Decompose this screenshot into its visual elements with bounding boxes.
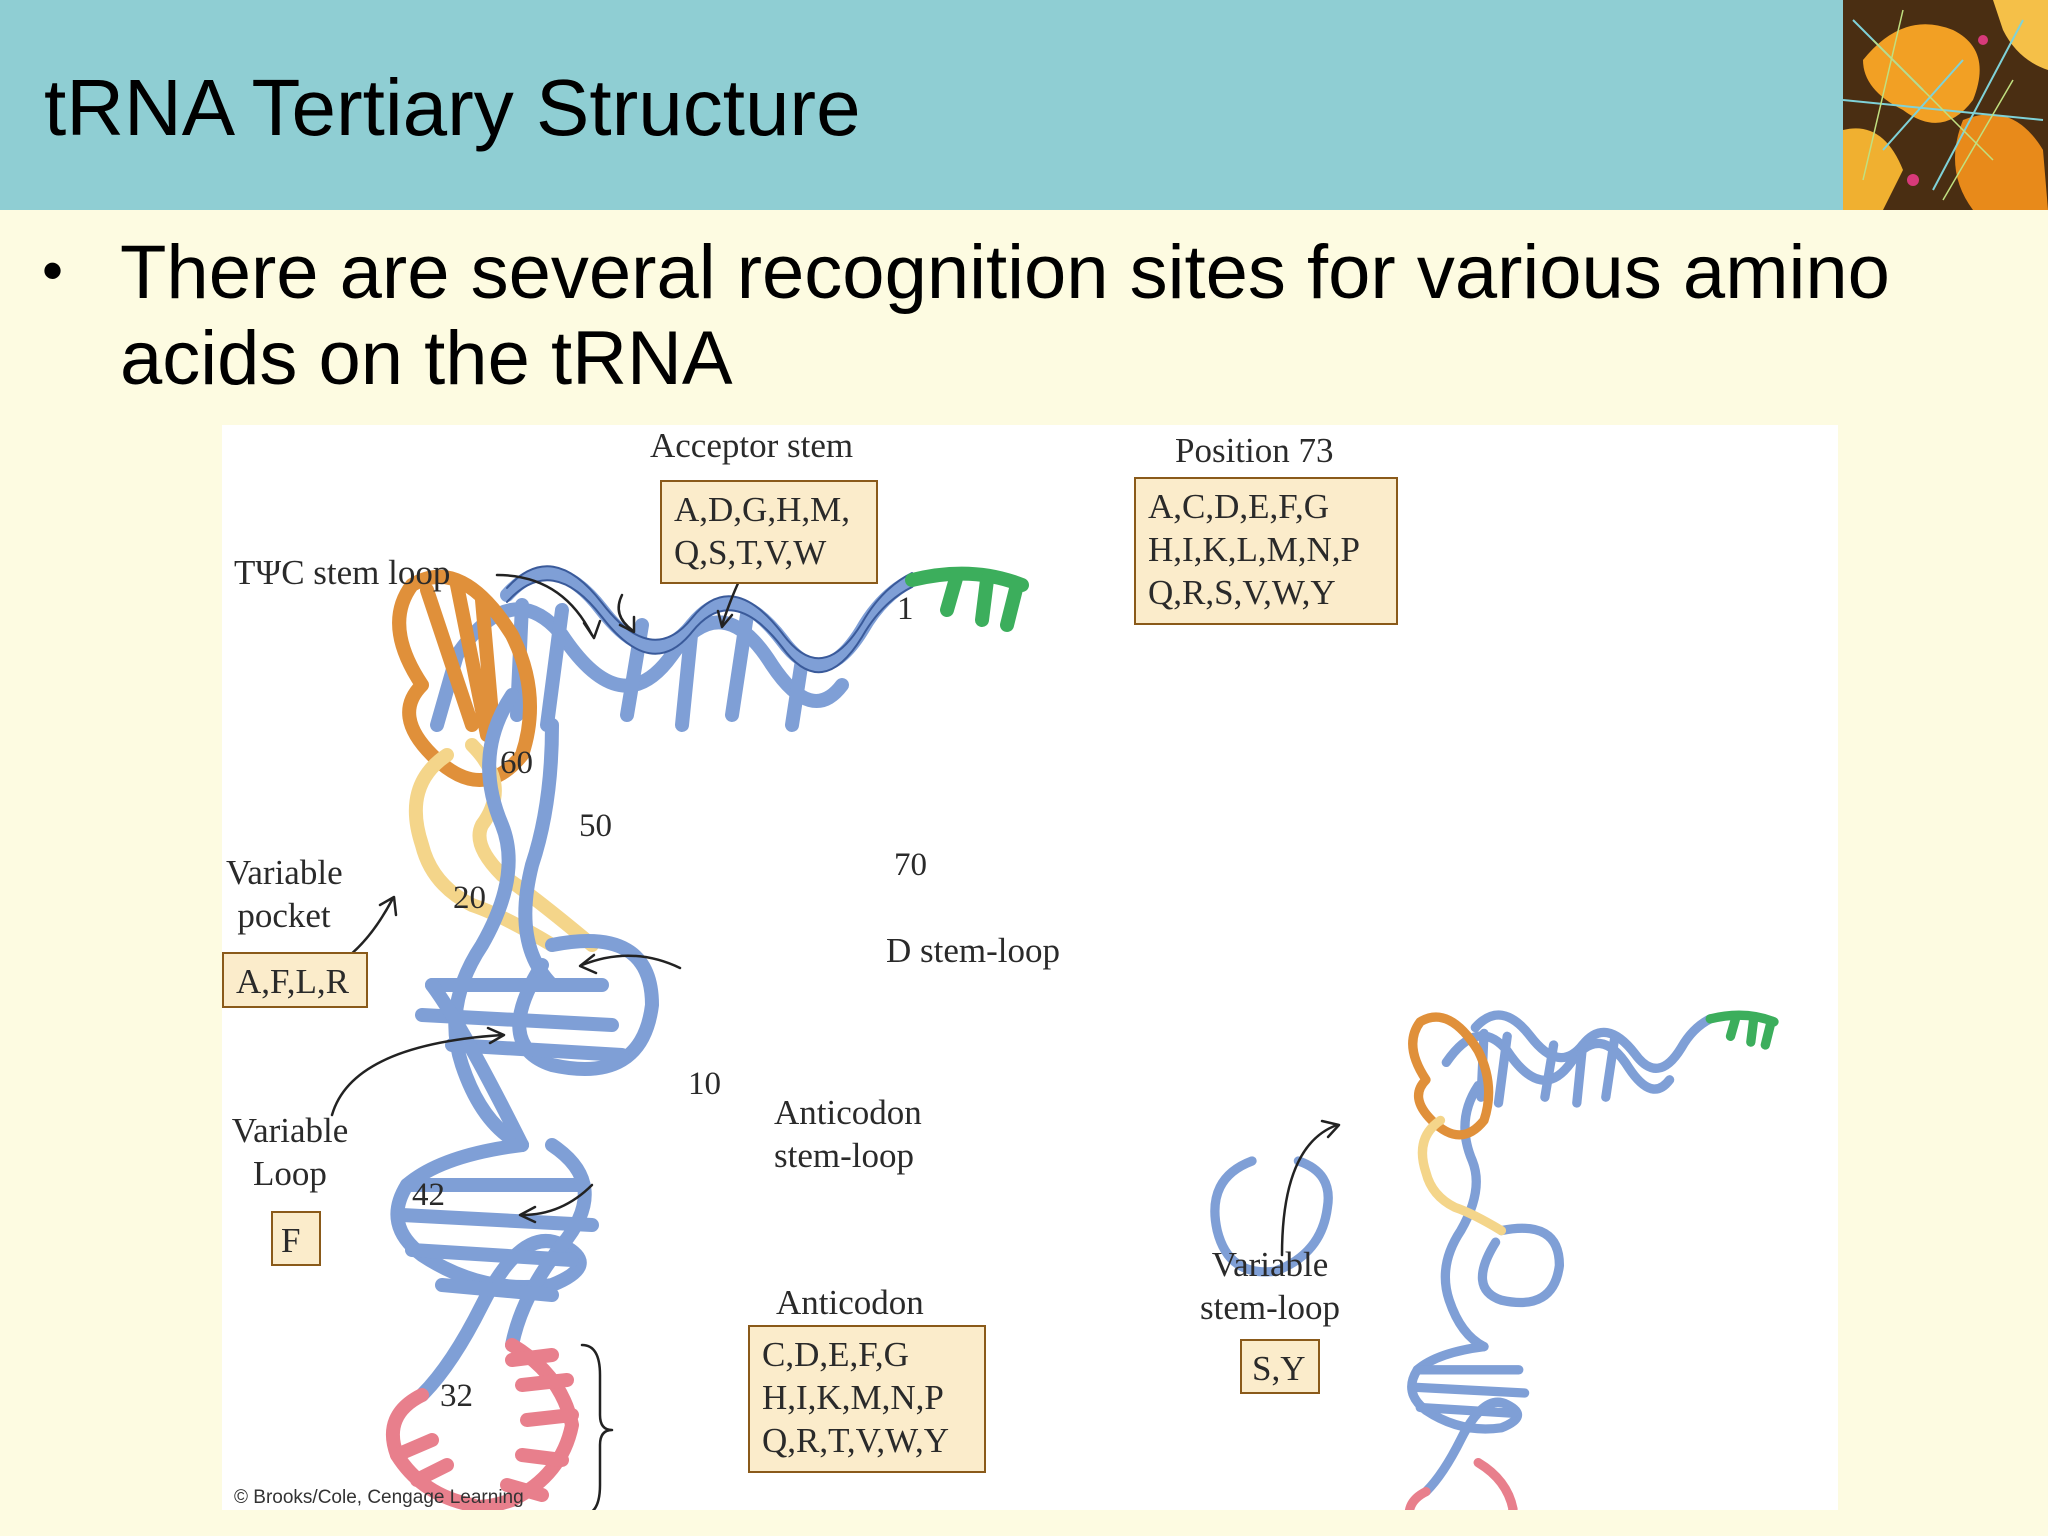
- position-number-42: 42: [412, 1177, 445, 1213]
- acceptor-stem-box-line: A,D,G,H,M,: [674, 490, 850, 529]
- position-number-50: 50: [579, 808, 612, 844]
- title-bar: tRNA Tertiary Structure: [0, 0, 2048, 210]
- corner-molecule-image: [1843, 0, 2048, 210]
- tpsic-loop: [392, 569, 537, 787]
- variable-stem-loop-box-line: S,Y: [1252, 1349, 1306, 1388]
- anticodon-loop: [386, 1338, 579, 1510]
- slide-title: tRNA Tertiary Structure: [44, 63, 861, 152]
- acceptor-helix: [430, 566, 919, 732]
- copyright-text: © Brooks/Cole, Cengage Learning: [234, 1487, 524, 1508]
- arrows: [290, 533, 784, 1224]
- anticodon-bracket: [580, 1343, 614, 1510]
- small-variable-arrow: [1280, 1123, 1339, 1257]
- tpsic-label: TΨC stem loop: [234, 553, 451, 592]
- acceptor-stem-box: A,D,G,H,M, Q,S,T,V,W: [660, 480, 878, 584]
- anticodon-box-line: H,I,K,M,N,P: [762, 1378, 944, 1417]
- variable-loop-box-line: F: [281, 1221, 301, 1260]
- variable-stem-loop-label-2: stem-loop: [1200, 1288, 1340, 1327]
- variable-pocket-box: A,F,L,R: [222, 952, 368, 1008]
- position-number-10: 10: [688, 1066, 721, 1102]
- anticodon-box-line: C,D,E,F,G: [762, 1335, 909, 1374]
- acceptor-stem-box-line: Q,S,T,V,W: [674, 533, 827, 572]
- trna-figure: Acceptor stem Position 73 TΨC stem loop …: [222, 425, 1838, 1510]
- d-stem-loop-label: D stem-loop: [886, 931, 1061, 970]
- variable-loop-label-1: Variable: [231, 1111, 349, 1150]
- position-number-1: 1: [897, 591, 914, 627]
- anticodon-stem-loop-label-1: Anticodon: [774, 1093, 922, 1132]
- position-73-box-line: Q,R,S,V,W,Y: [1148, 573, 1336, 612]
- bullet-text: There are several recognition sites for …: [120, 230, 1890, 401]
- position-number-32: 32: [440, 1378, 473, 1414]
- anticodon-box-line: Q,R,T,V,W,Y: [762, 1421, 950, 1460]
- variable-pocket-box-line: A,F,L,R: [236, 962, 349, 1001]
- cca-end: [905, 566, 1029, 632]
- trna-structure-drawing: [290, 533, 1779, 1510]
- variable-loop-box: F: [271, 1211, 321, 1266]
- position-73-box: A,C,D,E,F,G H,I,K,L,M,N,P Q,R,S,V,W,Y: [1134, 477, 1398, 625]
- anticodon-stem-loop-label-2: stem-loop: [774, 1136, 914, 1175]
- position-number-70: 70: [894, 847, 927, 883]
- bullet-marker: •: [42, 237, 64, 304]
- acceptor-helix-outline: [506, 565, 913, 673]
- variable-stem-loop-box: S,Y: [1240, 1339, 1320, 1394]
- small-trna: [1210, 1010, 1779, 1510]
- position-number-60: 60: [500, 745, 533, 781]
- anticodon-stem: [390, 1138, 599, 1402]
- variable-stem-loop-label-1: Variable: [1211, 1245, 1329, 1284]
- d-stem-body: [415, 688, 659, 1152]
- position-73-label: Position 73: [1175, 431, 1334, 470]
- position-73-box-line: H,I,K,L,M,N,P: [1148, 530, 1360, 569]
- position-number-20: 20: [453, 880, 486, 916]
- anticodon-label: Anticodon: [776, 1283, 924, 1322]
- variable-pocket-label-1: Variable: [226, 853, 343, 892]
- acceptor-stem-label: Acceptor stem: [650, 426, 854, 465]
- position-73-box-line: A,C,D,E,F,G: [1148, 487, 1329, 526]
- anticodon-box: C,D,E,F,G H,I,K,M,N,P Q,R,T,V,W,Y: [748, 1325, 986, 1473]
- variable-loop-label-2: Loop: [253, 1154, 327, 1193]
- variable-pocket-label-2: pocket: [237, 896, 331, 935]
